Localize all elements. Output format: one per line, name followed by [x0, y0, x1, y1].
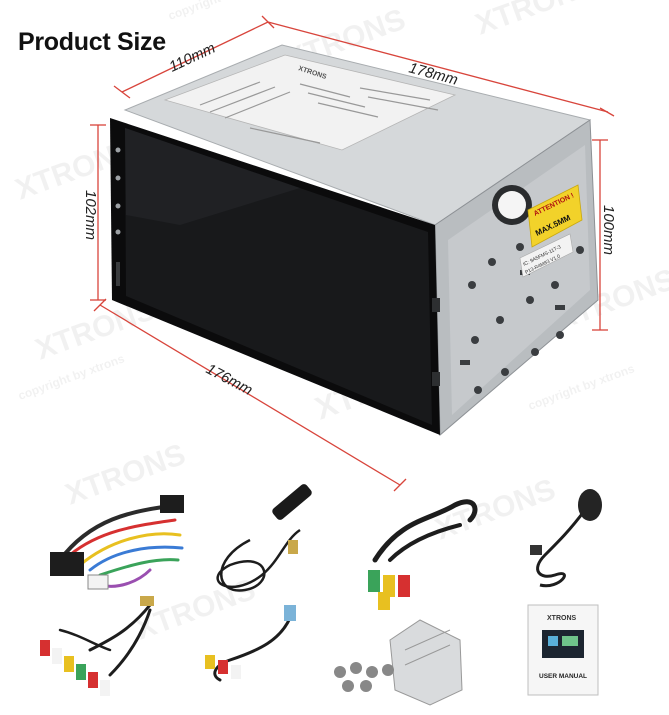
side-bracket	[432, 372, 440, 386]
accessory-wiring-harness	[50, 495, 184, 590]
accessory-microphone	[530, 489, 602, 588]
warning-sticker	[527, 184, 583, 248]
top-label-sticker	[163, 54, 457, 151]
sticker-text-lines	[199, 81, 439, 144]
screen	[125, 128, 432, 425]
front-buttons	[115, 147, 121, 286]
accessory-user-manual: XTRONS USER MANUAL	[527, 604, 599, 696]
dimension-depth-top: 110mm	[167, 40, 219, 76]
dimension-lines	[90, 15, 615, 492]
code-sticker	[519, 233, 574, 278]
page-title: Product Size	[18, 28, 166, 56]
accessory-mounting-kit	[334, 619, 463, 706]
dimension-height-right: 100mm	[600, 205, 617, 255]
accessory-usb-cable	[205, 605, 296, 682]
watermark-copyright: copyright by xtrons	[166, 0, 276, 23]
dimension-height-left: 102mm	[82, 190, 99, 240]
manual-label: USER MANUAL	[539, 673, 587, 680]
screen-reflection	[125, 128, 300, 225]
watermark-copyright: copyright by xtrons	[526, 361, 636, 413]
side-bracket	[432, 298, 440, 312]
accessory-rca-output-cable	[368, 499, 478, 610]
accessory-gps-antenna	[216, 484, 312, 592]
accessory-rca-input-cable	[40, 596, 154, 696]
dimension-width-bottom: 176mm	[203, 361, 255, 399]
watermark-brand: XTRONS	[471, 0, 600, 42]
watermark-copyright: copyright by xtrons	[16, 351, 126, 403]
head-unit: XTRONS ATTENTIO	[110, 44, 599, 437]
manual-brand: XTRONS	[547, 615, 577, 622]
